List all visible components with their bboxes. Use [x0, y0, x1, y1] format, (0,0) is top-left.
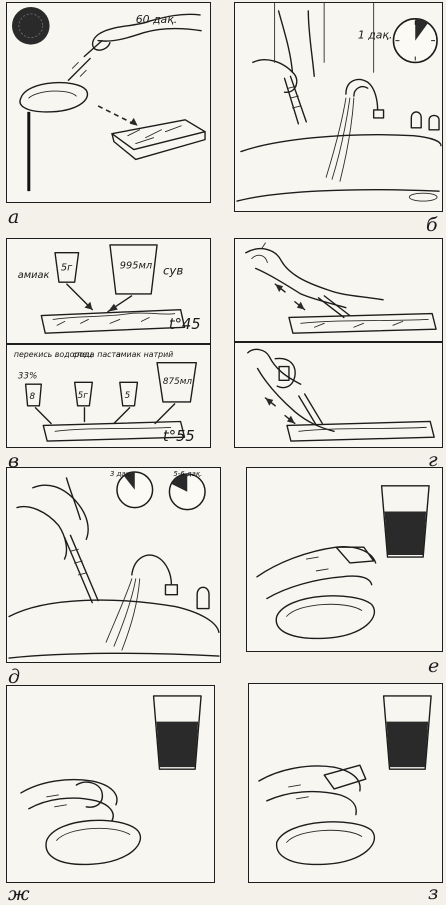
letter-a: а: [8, 206, 19, 228]
svg-text:5г: 5г: [61, 262, 73, 273]
svg-text:5: 5: [125, 391, 131, 401]
panel-g-bottom: [234, 342, 443, 448]
time-label: 60 дақ.: [136, 13, 178, 26]
svg-text:спец. паста: спец. паста: [73, 350, 121, 359]
panel-d-illustration: 3 дақ. 5-6 дақ.: [7, 468, 220, 662]
panel-e-illustration: [247, 468, 442, 651]
svg-text:амиак: амиак: [18, 270, 50, 281]
svg-text:8: 8: [30, 392, 36, 402]
panel-d: 3 дақ. 5-6 дақ.: [6, 467, 221, 663]
letter-b: б: [426, 214, 438, 236]
panel-v-top-illustration: 5г амиак 995мл сув t°45: [7, 239, 210, 343]
letter-z: з: [428, 882, 438, 904]
panel-v-bottom-illustration: перекись водорода спец. паста амиак натр…: [7, 345, 210, 447]
svg-text:сув: сув: [163, 263, 183, 277]
temp-label: t°45: [169, 316, 201, 333]
liquid-glass-icon: [385, 512, 427, 556]
panel-b-illustration: 1 дақ.: [235, 3, 442, 211]
svg-text:995мл: 995мл: [120, 260, 152, 271]
dark-disc-icon: [12, 7, 50, 45]
liquid-glass-icon: [387, 722, 429, 768]
panel-e: [246, 467, 443, 652]
panel-zh: [6, 685, 215, 883]
temp-label: t°55: [163, 428, 195, 445]
panel-z-illustration: [249, 684, 442, 882]
panel-v-bottom: перекись водорода спец. паста амиак натр…: [6, 344, 211, 448]
letter-zh: ж: [8, 883, 30, 905]
liquid-glass-icon: [157, 722, 199, 768]
svg-text:875мл: 875мл: [163, 377, 192, 387]
svg-text:33%: 33%: [18, 371, 38, 381]
svg-text:амиак натрий: амиак натрий: [116, 350, 173, 359]
panel-v-top: 5г амиак 995мл сув t°45: [6, 238, 211, 344]
svg-text:5г: 5г: [78, 391, 89, 401]
svg-text:3 дақ.: 3 дақ.: [110, 470, 132, 478]
panel-a: 60 дақ.: [6, 2, 211, 203]
panel-zh-illustration: [7, 686, 214, 882]
letter-e: е: [428, 655, 439, 677]
panel-g-top-illustration: [235, 239, 442, 341]
time-label: 1 дақ.: [358, 29, 393, 42]
panel-g-bottom-illustration: [235, 343, 442, 447]
panel-b: 1 дақ.: [234, 2, 443, 212]
svg-text:5-6 дақ.: 5-6 дақ.: [173, 470, 202, 478]
panel-z: [248, 683, 443, 883]
panel-g-top: [234, 238, 443, 342]
panel-a-illustration: 60 дақ.: [7, 3, 210, 202]
